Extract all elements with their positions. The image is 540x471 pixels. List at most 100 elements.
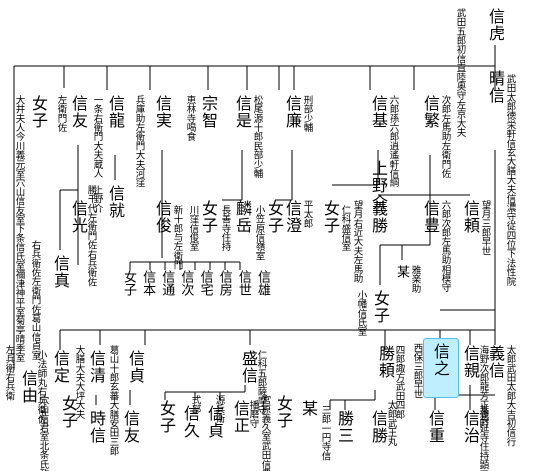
person-note-nobuoki: 右兵衛佐左衛門佐葛山信貞室 (29, 240, 41, 360)
person-name-joshi-h: 女子 (59, 395, 78, 429)
person-note-harunobu: 武田太郎徳栄軒信玄大膳大夫信濃守従四位下法性院 (504, 74, 516, 286)
person-name-bogaku: 麟岳 (233, 200, 252, 234)
row1-item: 信房 (216, 270, 232, 296)
person-name-nobutoyo: 信豊 (421, 200, 440, 234)
row1-item: 信通 (159, 270, 175, 296)
person-note-nobutatsu: 一条右衛門大夫蔵人 (91, 95, 103, 178)
person-name-tokinobu: 時信 (87, 410, 106, 444)
row1-item: 信雄 (254, 270, 270, 296)
person-name-nobusada: 信定 (51, 350, 70, 384)
person-note-nobuchika2: 海野次郎龍芳正親町 (477, 345, 489, 428)
person-note-nobuhisa: 式部 (189, 395, 201, 414)
person-name-joshi-g: 女子 (274, 395, 293, 429)
person-note-nobusada: 小法師丸右兵衛佐 (35, 350, 47, 424)
person-note-nobushige: 次郎左馬助左衛門佐 (439, 95, 451, 178)
person-note-joshi-g: 宮原義久室武田信豊室 (259, 395, 271, 471)
person-name-nobutoshi: 信俊 (153, 200, 172, 234)
person-name-joshi-c: 女子 (321, 200, 340, 234)
person-note-katsuyori: 四郎諏方武田四郎 (393, 345, 405, 419)
person-name-morinobu: 盛信 (239, 350, 258, 384)
row1-item: 信本 (140, 270, 156, 296)
person-note-yoshinobu: 太郎武田太郎大吉初信行 (504, 345, 516, 447)
person-name-joshi-b: 女子 (265, 200, 284, 234)
person-note-nobuzane: 兵庫助左衛門大夫河窪 (133, 95, 145, 188)
person-note-nobukiyo: 大膳大夫大坪大夫 (73, 345, 85, 419)
person-note-hisaaki: 雅楽助 (409, 265, 421, 293)
person-name-nobusada2: 信貞 (126, 350, 145, 384)
person-note-nobusada3: 源兵衛 (213, 395, 225, 423)
person-name-tomonobu: 信友 (121, 410, 140, 444)
row1-item: 女子 (121, 270, 136, 296)
person-name-nobuharu: 信治 (461, 410, 480, 444)
person-note-joshi-d: 小幡信氏室 (355, 290, 367, 337)
row1-item: 信宅 (197, 270, 213, 296)
person-name-nobushige: 信繁 (421, 95, 440, 129)
person-note-nobuyoshi: 左兵衛右兵衛 (3, 345, 15, 401)
person-note-joshi-a: 大井夫人今川義元室穴山信友室下条信氏室禰津神平室菊亭晴季室 (13, 95, 25, 362)
person-note-yoshinobu-m: 望月右近大夫左馬助 (351, 200, 363, 283)
person-name-nobukiyo: 信清 (87, 350, 106, 384)
person-name-nobumasa: 信正 (231, 400, 250, 434)
person-note-nobutoyo: 六郎次郎左馬助相模守 (439, 200, 451, 293)
person-name-yoshinobu: 義信 (486, 345, 505, 379)
person-note-ue-small: 西保三郎早世 (411, 343, 423, 399)
person-name-nobutora: 信虎 (486, 8, 505, 42)
person-name-nobuchika: 信光 (69, 200, 88, 234)
person-name-joshi-f: 女子 (157, 400, 176, 434)
person-note-joshi-h: 穴山信君室北条氏政室木曾義昌室上杉景勝室 (38, 395, 49, 471)
person-name-hisaaki: 某 (394, 265, 409, 278)
person-name-nobukore: 信是 (233, 95, 252, 129)
person-note-nobukado2: 刑部少輔 (301, 95, 313, 132)
person-name-joshi-a: 女子 (29, 95, 48, 129)
person-name-nobuoki: 信真 (51, 255, 70, 289)
person-note-bogaku: 長善寺住持 (219, 205, 231, 252)
person-note-nobutora: 武田五郎初信直陸奥守左京大夫 (454, 8, 466, 137)
person-name-ue-small: 信之 (431, 343, 450, 377)
person-name-nobutomo: 信友 (69, 95, 88, 129)
person-note-nobukatsu: 太郎武王丸 (385, 400, 397, 447)
person-name-nobuhisa: 信久 (181, 405, 200, 439)
row1-item: 信世 (235, 270, 251, 296)
person-name-joshi-e: 女子 (199, 200, 218, 234)
person-name-nobunari: 信就 (106, 185, 125, 219)
person-note-nobukado: 六郎孫六郎逍遙軒信綱 (387, 95, 399, 188)
person-name-nobumoto: 上野介 (369, 160, 388, 211)
person-name-nobutatsu: 信龍 (106, 95, 125, 129)
person-note-nobuharu: 某長延寺住持顕了道快 (477, 405, 489, 471)
person-name-nobukatsu: 信勝 (369, 410, 388, 444)
person-note-nobukore: 松尾源十郎民部少輔 (251, 95, 263, 178)
person-name-nobuyoshi: 信由 (19, 370, 38, 404)
person-name-katsuchika: 勝三 (335, 410, 354, 444)
person-note-nobuzumi: 平太郎 (301, 200, 313, 228)
row1-names: 女子 信本 信通 信次 信宅 信房 信世 信雄 (121, 270, 270, 299)
person-name-nobukado2: 信廉 (283, 95, 302, 129)
person-note-nobuyori: 望月三郎早世 (479, 200, 491, 256)
person-name-nobushige2: 信重 (426, 410, 445, 444)
person-note-joshi-b: 小笠原信嶺室 (253, 205, 265, 261)
person-name-nobuyori: 信頼 (461, 200, 480, 234)
person-name-nobuzumi: 信澄 (283, 200, 302, 234)
person-name-yoshinobu-m: 義勝 (369, 200, 388, 234)
person-note-nobuchika: 勝千代左衛門佐右兵衛佐 (85, 185, 97, 287)
person-name-katsuyori: 勝頼 (376, 345, 395, 379)
person-note-nobutomo: 左衛門佐 (55, 95, 67, 132)
person-name-joshi-d: 女子 (371, 290, 390, 324)
person-name-nobuchika2: 信親 (461, 345, 480, 379)
person-note-nobunari: 上野介 (91, 185, 103, 213)
row1-item: 信次 (178, 270, 194, 296)
person-note-morinobu: 仁科五郎薩摩守 (255, 350, 267, 415)
person-note-katsuchika: 三郎一円寺信 (319, 405, 331, 461)
person-note-joshi-c: 仁科盛信室 (339, 205, 351, 252)
person-note-munetomo: 恵林寺喝食 (184, 95, 196, 142)
highlight-box (423, 338, 459, 398)
person-name-harunobu: 晴信 (486, 70, 505, 104)
person-note-nobumasa: 播磨守 (247, 400, 259, 428)
person-note-nobusada2: 葛山十郎玄蕃大膳安田三郎 (107, 345, 119, 456)
person-note-nobutoshi: 新十郎与左衛門 (171, 205, 183, 270)
person-note-joshi-e: 川窪信俊室 (187, 205, 199, 252)
person-name-nobusada3: 信貞 (205, 405, 224, 439)
person-name-nobukado: 信基 (369, 95, 388, 129)
person-name-bou-a: 某 (299, 400, 318, 417)
